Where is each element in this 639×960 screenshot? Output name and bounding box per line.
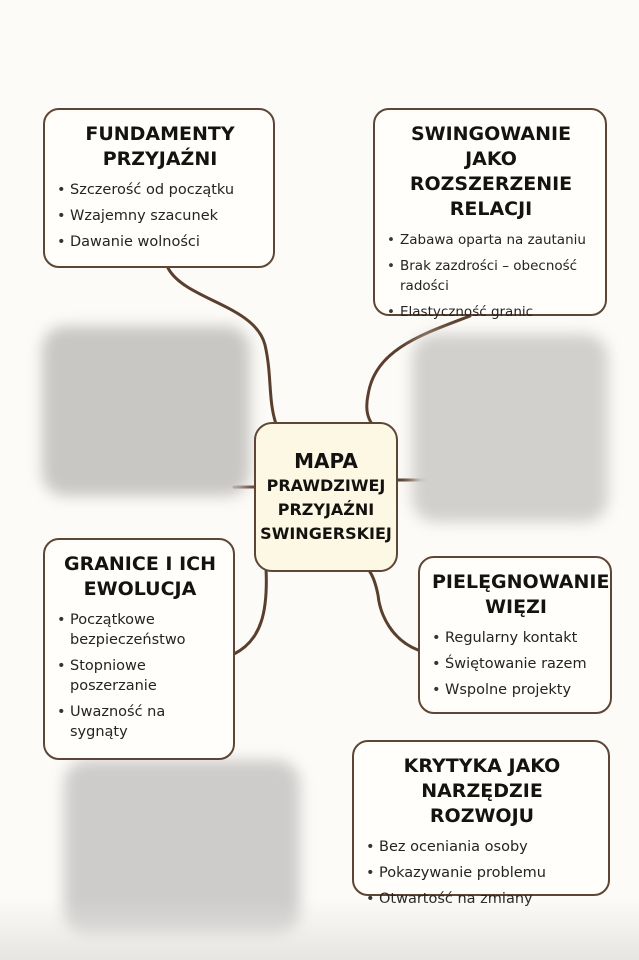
list-item: Elastyczność granic (387, 302, 595, 322)
central-title-line-3: PRZYJAŹNI (277, 500, 375, 519)
bottom-shadow (0, 898, 639, 960)
obscured-region-right (412, 334, 608, 522)
box-krytyka: KRYTYKA JAKO NARZĘDZIE ROZWOJU Bez oceni… (352, 740, 610, 909)
central-title-line-2: PRAWDZIWEJ (266, 476, 386, 495)
list-item: Początkowe bezpieczeństwo (57, 610, 223, 650)
list-item: Świętowanie razem (432, 654, 600, 674)
box-granice-list: Początkowe bezpieczeństwo Stopniowe posz… (57, 610, 223, 742)
box-krytyka-title: KRYTYKA JAKO NARZĘDZIE ROZWOJU (403, 755, 561, 827)
box-pielegnowanie-title: PIELĘGNOWANIE WIĘZI (432, 571, 610, 618)
list-item: Wzajemny szacunek (57, 206, 263, 226)
box-fundamenty-list: Szczerość od początku Wzajemny szacunek … (57, 180, 263, 252)
obscured-region-left (42, 326, 250, 496)
box-swingowanie-title: SWINGOWANIE JAKO ROZSZERZENIE RELACJI (409, 123, 573, 220)
box-swingowanie-list: Zabawa oparta na zautaniu Brak zazdrości… (387, 230, 595, 322)
list-item: Regularny kontakt (432, 628, 600, 648)
box-swingowanie: SWINGOWANIE JAKO ROZSZERZENIE RELACJI Za… (373, 108, 607, 322)
box-pielegnowanie: PIELĘGNOWANIE WIĘZI Regularny kontakt Św… (418, 556, 612, 714)
list-item: Dawanie wolności (57, 232, 263, 252)
list-item: Pokazywanie problemu (366, 863, 598, 883)
connector-fundamenty (166, 266, 278, 426)
connector-pielegnowanie (368, 570, 420, 652)
connector-swingowanie (365, 314, 472, 426)
box-fundamenty-title: FUNDAMENTY PRZYJAŹNI (85, 123, 235, 170)
box-granice-title: GRANICE I ICH EWOLUCJA (63, 553, 217, 600)
list-item: Stopniowe poszerzanie (57, 656, 223, 696)
box-granice: GRANICE I ICH EWOLUCJA Początkowe bezpie… (43, 538, 235, 760)
list-item: Bez oceniania osoby (366, 837, 598, 857)
list-item: Brak zazdrości – obecność radości (387, 256, 595, 296)
central-node: MAPA PRAWDZIWEJ PRZYJAŹNI SWINGERSKIEJ (254, 422, 398, 572)
list-item: Wspolne projekty (432, 680, 600, 700)
box-pielegnowanie-list: Regularny kontakt Świętowanie razem Wspo… (432, 628, 600, 700)
central-title-line-4: SWINGERSKIEJ (260, 524, 392, 543)
central-title-line-1: MAPA (294, 449, 358, 473)
list-item: Zabawa oparta na zautaniu (387, 230, 595, 250)
list-item: Uwazność na sygnąty (57, 702, 223, 742)
connector-granice (232, 566, 268, 656)
list-item: Szczerość od początku (57, 180, 263, 200)
box-fundamenty: FUNDAMENTY PRZYJAŹNI Szczerość od począt… (43, 108, 275, 268)
